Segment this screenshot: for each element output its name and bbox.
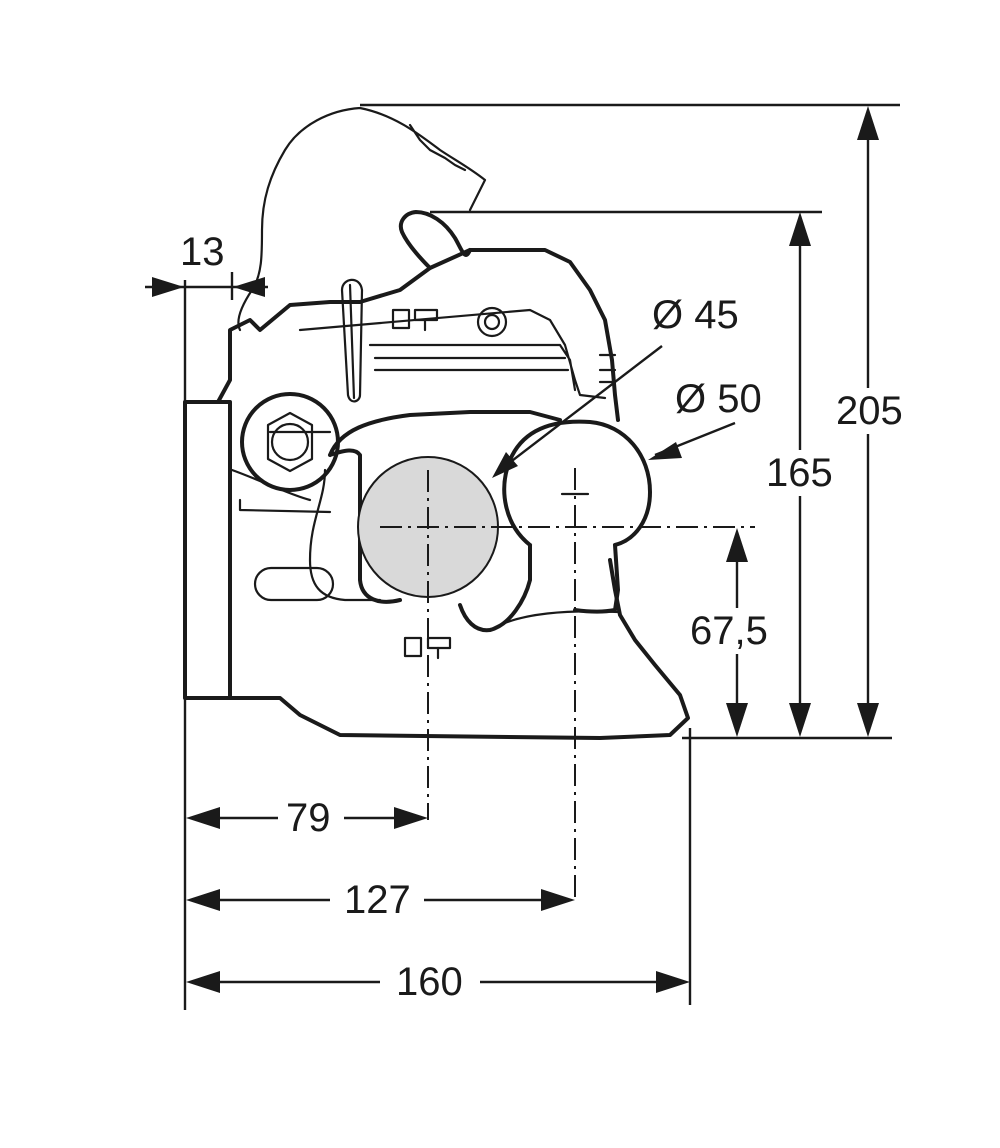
hidden-line xyxy=(308,468,382,602)
arrow-79-left xyxy=(186,807,220,829)
label-bg-127 xyxy=(330,877,424,923)
label-bg-67 xyxy=(690,608,780,654)
arrow-79-right xyxy=(394,807,428,829)
ball-50 xyxy=(458,419,652,633)
arrow-50-leader xyxy=(648,442,682,460)
dim-165-label: 165 xyxy=(766,451,833,495)
hex-bolt xyxy=(240,392,340,492)
slot xyxy=(253,566,335,602)
dim-160-label: 160 xyxy=(396,960,463,1004)
upper-jaw-outline xyxy=(237,106,487,332)
coupling-body-outline xyxy=(183,248,690,740)
arrow-13-left xyxy=(152,277,184,297)
dim-50-label: Ø 50 xyxy=(675,377,762,421)
dim-205-label: 205 xyxy=(836,389,903,433)
leader-45 xyxy=(499,345,663,471)
label-bg-205 xyxy=(836,388,906,434)
dim-127-label: 127 xyxy=(344,878,411,922)
label-bg-160 xyxy=(380,959,480,1005)
body-detail-lines xyxy=(230,308,617,514)
label-bg-165 xyxy=(766,450,836,496)
dim-13-label: 13 xyxy=(180,230,225,274)
arrow-160-left xyxy=(186,971,220,993)
arrow-205-top xyxy=(857,106,879,140)
arrow-205-bottom xyxy=(857,703,879,737)
arrow-45-leader xyxy=(492,452,518,478)
hook-top xyxy=(398,210,472,270)
arrow-165-bottom xyxy=(789,703,811,737)
logo-mark-lower xyxy=(403,636,452,660)
arrow-127-left xyxy=(186,889,220,911)
dim-67-label: 67,5 xyxy=(690,609,768,653)
arrow-13-right xyxy=(233,277,265,297)
round-plug xyxy=(476,306,508,338)
locking-pin xyxy=(340,278,364,403)
dim-79-label: 79 xyxy=(286,796,331,840)
dim-45-label: Ø 45 xyxy=(652,293,739,337)
label-bg-79 xyxy=(278,795,344,841)
arrow-67-top xyxy=(726,528,748,562)
arrow-160-right xyxy=(656,971,690,993)
arrow-127-right xyxy=(541,889,575,911)
logo-mark-upper xyxy=(391,308,439,332)
arrow-165-top xyxy=(789,212,811,246)
arrow-67-bottom xyxy=(726,703,748,737)
